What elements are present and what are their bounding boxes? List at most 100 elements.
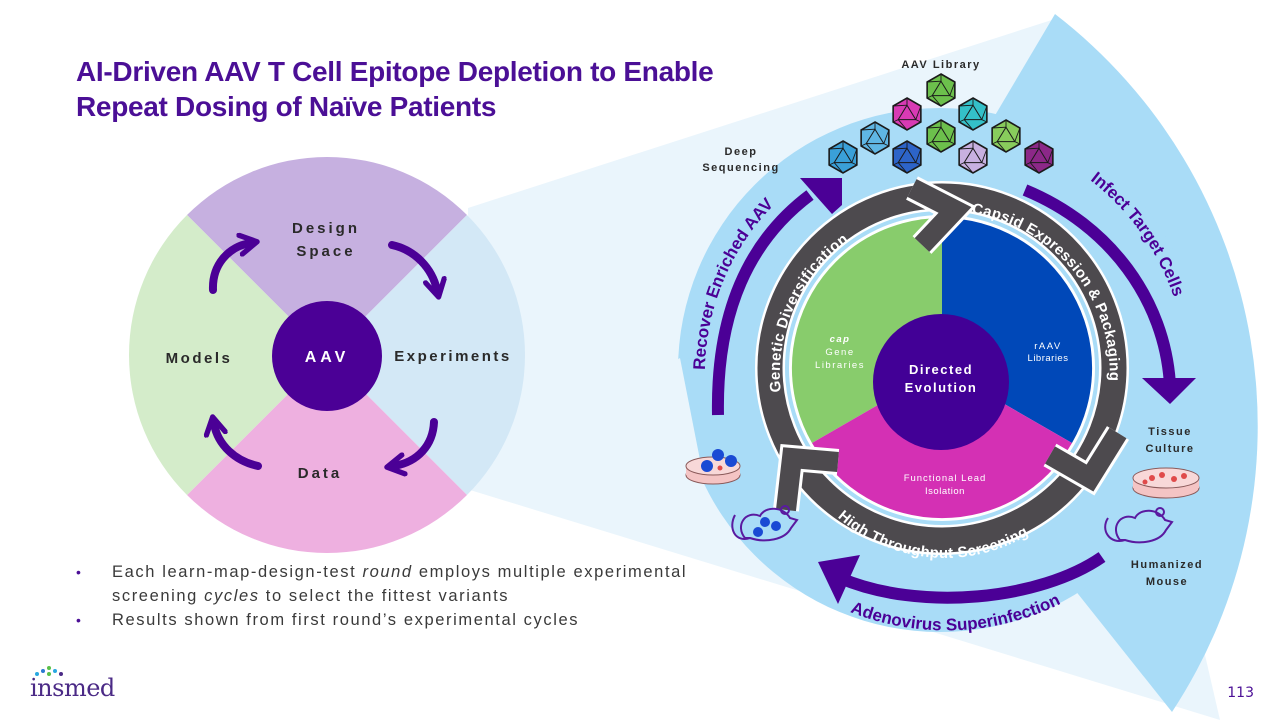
bullet-text: Each learn-map-design-test [112,563,363,581]
arrow-adenovirus-superinfection [837,552,1106,604]
directed-evolution-label-2: Evolution [905,380,978,395]
capsid-edge [861,128,876,131]
data-label: Data [298,465,343,482]
capsid-edge [883,143,890,147]
capsid-edge [883,129,890,144]
bullet-text: to select the fittest variants [259,587,510,605]
capsid-edge [981,148,988,163]
capsid-edge [915,119,922,123]
aav-center-label: AAV [305,349,350,366]
capsid-edge [949,141,956,145]
wedge-tip-cover [470,358,702,490]
capsid-edge [959,104,974,107]
capsid-edge [1014,141,1021,145]
capsid-edge [981,119,988,123]
capsid-edge [893,147,908,150]
bullet-text: Results shown from first round’s experim… [112,611,580,629]
libraries-label: Libraries [815,360,865,371]
capsid-edge [865,143,876,155]
bullet-item: Each learn-map-design-test round employs… [76,560,736,608]
capsid-edge [897,162,908,174]
capsid-edge [833,162,844,174]
capsid-edge [958,162,965,166]
capsid-edge [931,95,942,107]
arrow-recover-enriched-aav [711,190,814,416]
deep-sequencing-label-2: Sequencing [702,162,779,174]
design-space-label-1: Design [292,220,360,237]
capsid-edge [981,105,988,120]
capsid-edge [851,162,858,166]
raav-libraries-label: Libraries [1028,353,1069,364]
capsid-edge [963,119,974,131]
arrowhead-recover-shape [812,178,842,214]
logo-dots-icon [35,666,63,676]
capsid-edge [981,162,988,166]
capsid-edge [926,95,933,99]
page-number: 113 [1227,685,1254,701]
capsid-facet [963,147,983,164]
tissue-culture-label-1: Tissue [1148,426,1192,438]
models-label: Models [166,350,233,367]
insmed-logo: insmed [30,664,130,704]
tissue-culture-label-2: Culture [1146,443,1195,455]
capsid-edge [1014,127,1021,142]
page-title-line-2: Repeat Dosing of Naïve Patients [76,91,497,122]
capsid-edge [892,162,899,166]
directed-evolution: Directed Evolution cap Gene Libraries rA… [755,176,1130,562]
page-title: AI-Driven AAV T Cell Epitope Depletion t… [76,54,796,124]
capsid-edge [927,80,942,83]
isolation-label: Isolation [925,486,965,497]
capsid-edge [1047,162,1054,166]
capsid-facet [897,147,917,164]
capsid-edge [829,147,844,150]
capsid-edge [1024,162,1031,166]
experiments-label: Experiments [394,348,512,365]
bullet-list: Each learn-map-design-test round employs… [76,560,736,632]
capsid-edge [991,141,998,145]
capsid-edge [1029,162,1040,174]
ring-arrowhead-right-dark [1045,427,1127,492]
capsid-edge [897,119,908,131]
capsid-facet [931,80,951,97]
arrow-models-to-design [208,243,250,294]
capsid-edge [860,143,867,147]
functional-lead-label: Functional Lead [904,473,987,484]
bullet-text: employs multiple experimental screening [112,563,688,605]
aav-library-capsids [828,73,1054,174]
capsid-edge [1025,147,1040,150]
deep-sequencing-label-1: Deep [725,146,758,158]
mouse-icon-left [731,505,799,542]
humanized-mouse-label-2: Mouse [1146,576,1188,588]
aav-center [272,301,382,411]
logo-wordmark: insmed [30,674,115,702]
capsid-edge [926,141,933,145]
capsid-edge [915,105,922,120]
arrowhead-infect [1142,378,1196,404]
capsid-facet [833,147,853,164]
capsid-edge [949,95,956,99]
ring-arrowhead-top-dark [907,179,972,252]
capsid-edge [931,141,942,153]
capsid-edge [893,104,908,107]
left-cycle: AAV Design Space Experiments Data Models [129,157,525,553]
capsid-edge [949,127,956,142]
capsid-edge [963,162,974,174]
petri-dish-icon-left [685,449,741,485]
capsid-edge [958,119,965,123]
gene-label: Gene [825,347,854,358]
capsid-edge [851,148,858,163]
arrow-design-to-experiments [388,241,437,290]
raav-label: rAAV [1034,341,1061,352]
bullet-emphasis: round [362,563,413,581]
capsid-edge [949,81,956,96]
capsid-facet [1029,147,1049,164]
capsid-edge [996,141,1007,153]
petri-dish-icon-right [1132,467,1200,499]
arrowhead-adenovirus [818,555,860,604]
bullet-item: Results shown from first round’s experim… [76,608,736,632]
capsid-facet [996,126,1016,143]
capsid-edge [915,162,922,166]
design-space-label-2: Space [296,243,355,260]
capsid-edge [927,126,942,129]
